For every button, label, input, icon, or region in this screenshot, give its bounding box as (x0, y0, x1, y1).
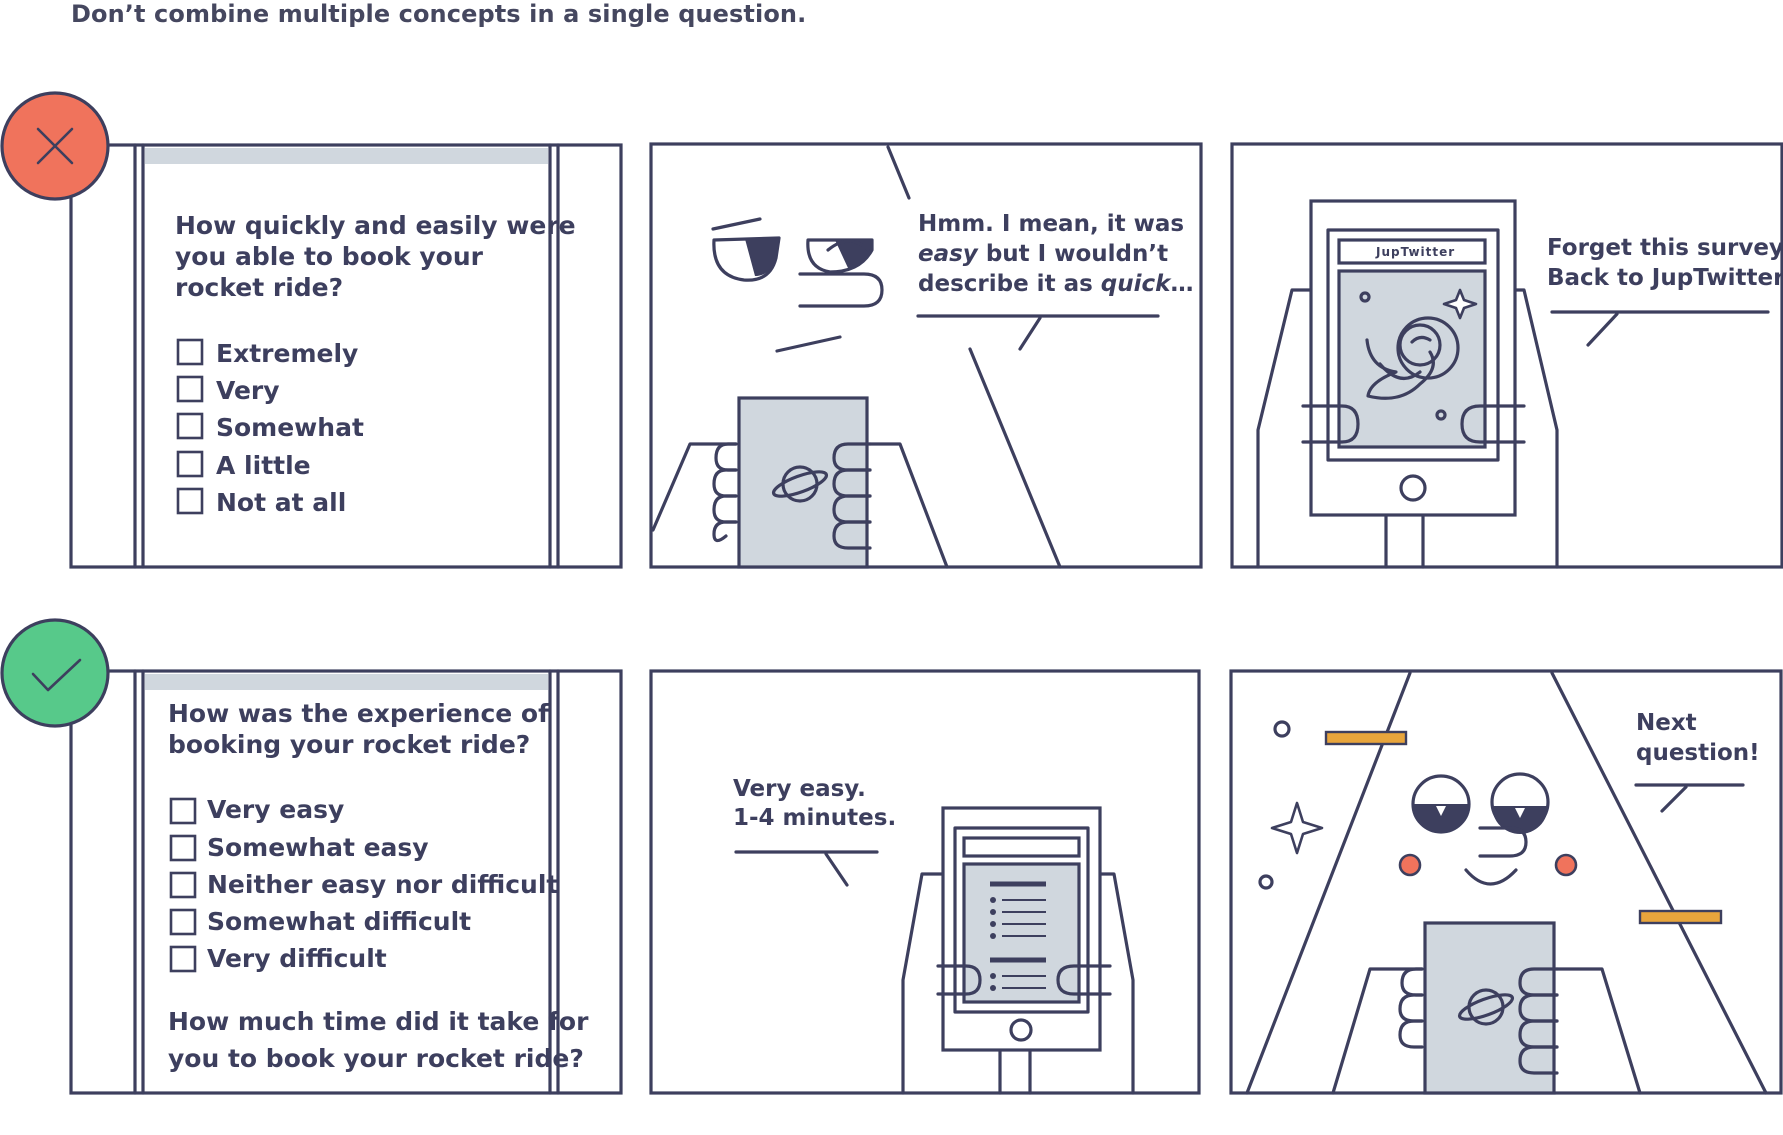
good-option-neither[interactable]: Neither easy nor difficult (169, 870, 558, 899)
accent-bar-bottom (1638, 909, 1723, 925)
close-icon (36, 127, 74, 165)
bad-survey-panel: How quickly and easily were you able to … (69, 143, 623, 569)
checkbox (169, 871, 197, 899)
planet-logo-icon (1457, 988, 1515, 1026)
good-survey-panel: How was the experience of booking your r… (69, 669, 623, 1095)
svg-text:Very difficult: Very difficult (207, 944, 387, 973)
svg-text:Extremely: Extremely (216, 339, 358, 368)
checkbox (169, 945, 197, 973)
svg-text:Somewhat easy: Somewhat easy (207, 833, 429, 862)
bad-option-extremely[interactable]: Extremely (176, 338, 358, 368)
phone-screen (962, 862, 1081, 1004)
good-speech-line-2: 1-4 minutes. (733, 805, 896, 831)
bad-option-not-at-all[interactable]: Not at all (176, 487, 346, 517)
good-answer-panel: Very easy. 1-4 minutes. (649, 669, 1201, 1095)
bad-speech2-line-1: Forget this survey. (1547, 235, 1783, 261)
bad-reaction-panel: Hmm. I mean, it was easy but I wouldn’t … (649, 142, 1203, 569)
bad-speech-line-3: describe it as quick… (918, 271, 1193, 297)
bad-question-line-2: you able to book your (175, 242, 484, 271)
bad-question-line-1: How quickly and easily were (175, 211, 576, 240)
left-hand-icon (651, 442, 738, 532)
svg-text:Somewhat: Somewhat (216, 413, 364, 442)
right-hand-icon (868, 442, 949, 569)
good-question-line-2: booking your rocket ride? (168, 730, 530, 759)
sparkle-icon (1442, 288, 1478, 320)
checkbox (176, 450, 204, 478)
checkbox (169, 834, 197, 862)
checkbox (169, 797, 197, 825)
good-speech2-line-1: Next (1636, 710, 1697, 736)
bad-speech-line-2: easy but I wouldn’t (918, 241, 1168, 267)
svg-text:A little: A little (216, 451, 311, 480)
good-reaction-panel: Next question! (1229, 669, 1783, 1095)
svg-text:Very: Very (216, 376, 280, 405)
good-option-somewhat-difficult[interactable]: Somewhat difficult (169, 907, 471, 936)
page-heading: Don’t combine multiple concepts in a sin… (71, 0, 807, 28)
good-speech-line-1: Very easy. (733, 776, 866, 802)
bad-speech-line-1: Hmm. I mean, it was (918, 211, 1184, 237)
eye-left-icon (712, 236, 781, 282)
svg-text:Not at all: Not at all (216, 488, 346, 517)
accent-bar-top (1324, 730, 1408, 746)
eye-left-icon (1411, 774, 1471, 834)
app-title-label: JupTwitter (1375, 245, 1455, 259)
incorrect-badge (0, 91, 110, 201)
smile-icon (1464, 868, 1518, 886)
checkbox (176, 487, 204, 515)
good-option-very-easy[interactable]: Very easy (169, 795, 344, 825)
bird-logo-icon (1365, 316, 1460, 400)
good-option-very-difficult[interactable]: Very difficult (169, 944, 387, 973)
checkbox (169, 908, 197, 936)
good-question2-line-2: you to book your rocket ride? (168, 1044, 584, 1073)
sparkle-icon (1270, 801, 1324, 855)
checkmark-icon (31, 658, 82, 692)
cheek-left-icon (1398, 853, 1422, 877)
svg-text:Very easy: Very easy (207, 795, 344, 824)
checkbox (176, 412, 204, 440)
good-question2-line-1: How much time did it take for (168, 1007, 589, 1036)
phone-screen (1423, 921, 1556, 1095)
bad-option-very[interactable]: Very (176, 375, 280, 405)
bad-question-line-3: rocket ride? (175, 273, 343, 302)
badge-circle (0, 618, 110, 728)
phone-screen (737, 396, 869, 569)
cheek-right-icon (1554, 853, 1578, 877)
planet-logo-icon (771, 465, 829, 503)
bad-option-somewhat[interactable]: Somewhat (176, 412, 364, 442)
bad-speech2-line-2: Back to JupTwitter. (1547, 265, 1783, 291)
svg-text:Somewhat difficult: Somewhat difficult (207, 907, 471, 936)
checkbox (176, 375, 204, 403)
app-title-bar (1337, 238, 1487, 265)
correct-badge (0, 618, 110, 728)
nose-icon (798, 272, 884, 308)
svg-text:Neither easy nor difficult: Neither easy nor difficult (207, 870, 558, 899)
bad-distraction-panel: JupTwitter Forget this survey. Back to J… (1230, 142, 1783, 569)
bad-option-a-little[interactable]: A little (176, 450, 311, 480)
good-option-somewhat-easy[interactable]: Somewhat easy (169, 833, 429, 862)
checkbox (176, 338, 204, 366)
good-speech2-line-2: question! (1636, 740, 1760, 766)
nose-icon (1478, 826, 1528, 858)
good-question-line-1: How was the experience of (168, 699, 550, 728)
